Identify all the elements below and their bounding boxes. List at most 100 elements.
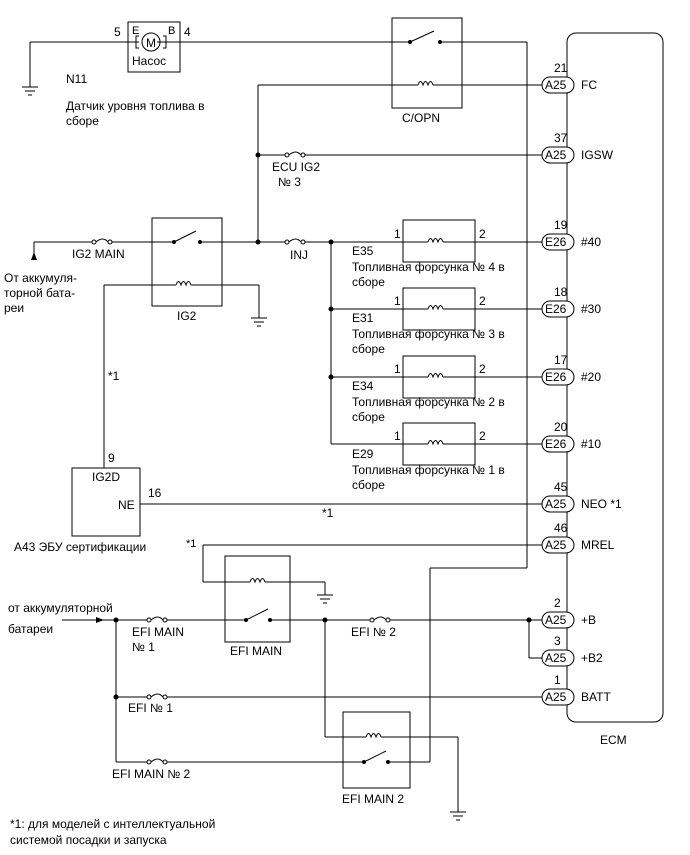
ground-icon (22, 86, 38, 96)
motor-icon (141, 32, 161, 52)
svg-text:E26: E26 (545, 302, 567, 316)
svg-text:A25: A25 (545, 148, 567, 162)
ecm-pin-b: 2 A25 +B (541, 596, 596, 629)
svg-text:от аккумуляторной: от аккумуляторной (8, 601, 113, 615)
cert-ecu-box: 9 IG2D NE 16 (71, 451, 162, 537)
svg-text:сборе: сборе (352, 275, 385, 289)
footnote-line2: системой посадки и запуска (10, 833, 167, 847)
ground-icon (251, 317, 267, 327)
fuse-efi-main1 (146, 616, 168, 623)
svg-text:E35: E35 (352, 244, 374, 258)
svg-text:#10: #10 (581, 437, 601, 451)
svg-text:реи: реи (4, 301, 24, 315)
svg-text:B: B (168, 25, 175, 37)
svg-text:17: 17 (554, 353, 568, 367)
svg-text:E: E (132, 25, 139, 37)
ecm-pin-mrel: 46 A25 MREL (541, 521, 615, 554)
svg-text:торной бата-: торной бата- (4, 286, 75, 300)
svg-text:E34: E34 (352, 379, 374, 393)
ecm-label: ECM (600, 733, 627, 747)
svg-text:1: 1 (394, 294, 401, 308)
svg-text:2: 2 (479, 227, 486, 241)
copn-relay: C/OPN (391, 17, 528, 560)
svg-text:E26: E26 (545, 437, 567, 451)
svg-text:EFI MAIN: EFI MAIN (132, 625, 184, 639)
ecm-pin-igsw: 37 A25 IGSW (541, 131, 614, 164)
svg-text:#30: #30 (581, 302, 601, 316)
svg-text:+B2: +B2 (581, 651, 603, 665)
svg-text:EFI № 2: EFI № 2 (351, 625, 396, 639)
fuse-inj (284, 238, 306, 245)
svg-text:сборе: сборе (352, 342, 385, 356)
svg-text:MREL: MREL (581, 538, 615, 552)
efi-main-relay: EFI MAIN (224, 555, 291, 658)
svg-text:EFI MAIN: EFI MAIN (230, 644, 282, 658)
svg-text:От аккумуля-: От аккумуля- (4, 271, 77, 285)
ecm-pin-batt: 1 A25 BATT (541, 673, 611, 706)
svg-text:NEO *1: NEO *1 (581, 497, 622, 511)
svg-text:3: 3 (554, 634, 561, 648)
svg-text:A25: A25 (545, 690, 567, 704)
svg-text:20: 20 (554, 420, 568, 434)
ecm-pin-30: 18 E26 #30 (541, 285, 601, 318)
svg-text:*1: *1 (108, 369, 120, 383)
svg-text:FC: FC (581, 78, 597, 92)
footnote-line1: *1: для моделей с интеллектуальной (10, 817, 215, 831)
svg-text:Топливная форсунка № 1 в: Топливная форсунка № 1 в (352, 463, 505, 477)
fuel-pump: 5 4 E B M Насос N11 Датчик уровня топлив… (22, 21, 392, 128)
svg-text:4: 4 (184, 25, 191, 39)
svg-text:45: 45 (554, 480, 568, 494)
svg-text:2: 2 (554, 596, 561, 610)
ig2-relay: IG2 (104, 217, 259, 323)
svg-text:A25: A25 (545, 78, 567, 92)
injector-3: 1 2 E31 Топливная форсунка № 3 в сборе (331, 287, 542, 356)
ecm-pin-20: 17 E26 #20 (541, 353, 601, 386)
svg-text:A43 ЭБУ сертификации: A43 ЭБУ сертификации (14, 540, 146, 554)
svg-text:E29: E29 (352, 447, 374, 461)
ecm-pin-b2: 3 A25 +B2 (541, 634, 603, 667)
svg-text:C/OPN: C/OPN (402, 111, 440, 125)
svg-text:2: 2 (479, 429, 486, 443)
fuse-ig2-main (91, 238, 113, 245)
svg-text:46: 46 (554, 521, 568, 535)
svg-text:сборе: сборе (352, 410, 385, 424)
svg-text:M: M (146, 36, 156, 50)
pump-box (127, 21, 181, 73)
svg-text:Топливная форсунка № 4 в: Топливная форсунка № 4 в (352, 260, 505, 274)
svg-text:EFI MAIN № 2: EFI MAIN № 2 (112, 767, 191, 781)
svg-text:сборе: сборе (66, 114, 99, 128)
svg-text:2: 2 (479, 294, 486, 308)
svg-text:*1: *1 (186, 538, 196, 550)
svg-text:A25: A25 (545, 613, 567, 627)
svg-text:IG2D: IG2D (92, 470, 120, 484)
ecm-pin-fc: 21 A25 FC (541, 61, 597, 94)
injector-4: 1 2 E35 Топливная форсунка № 4 в сборе (352, 219, 542, 289)
svg-text:Топливная форсунка № 2 в: Топливная форсунка № 2 в (352, 395, 505, 409)
svg-text:9: 9 (108, 451, 115, 465)
svg-text:+B: +B (581, 613, 596, 627)
svg-text:#40: #40 (581, 235, 601, 249)
ecm-pin-40: 19 E26 #40 (541, 218, 601, 251)
svg-text:NE: NE (118, 498, 135, 512)
svg-text:A25: A25 (545, 497, 567, 511)
svg-text:сборе: сборе (352, 478, 385, 492)
svg-text:2: 2 (479, 362, 486, 376)
svg-text:19: 19 (554, 218, 568, 232)
fuse-efi2 (369, 616, 391, 623)
svg-text:IG2 MAIN: IG2 MAIN (72, 247, 125, 261)
fuse-efi-main2 (146, 758, 168, 765)
svg-text:E26: E26 (545, 235, 567, 249)
fuse-ecu-ig2 (284, 151, 306, 158)
efi-main2-relay: EFI MAIN 2 (342, 711, 411, 806)
svg-text:№ 3: № 3 (278, 175, 301, 189)
svg-text:18: 18 (554, 285, 568, 299)
svg-text:37: 37 (554, 131, 568, 145)
svg-text:Насос: Насос (132, 54, 166, 68)
svg-text:1: 1 (394, 227, 401, 241)
svg-text:Датчик уровня топлива в: Датчик уровня топлива в (66, 99, 204, 113)
svg-text:21: 21 (554, 61, 568, 75)
svg-text:батареи: батареи (8, 622, 53, 636)
svg-text:EFI № 1: EFI № 1 (128, 701, 173, 715)
svg-text:1: 1 (394, 429, 401, 443)
